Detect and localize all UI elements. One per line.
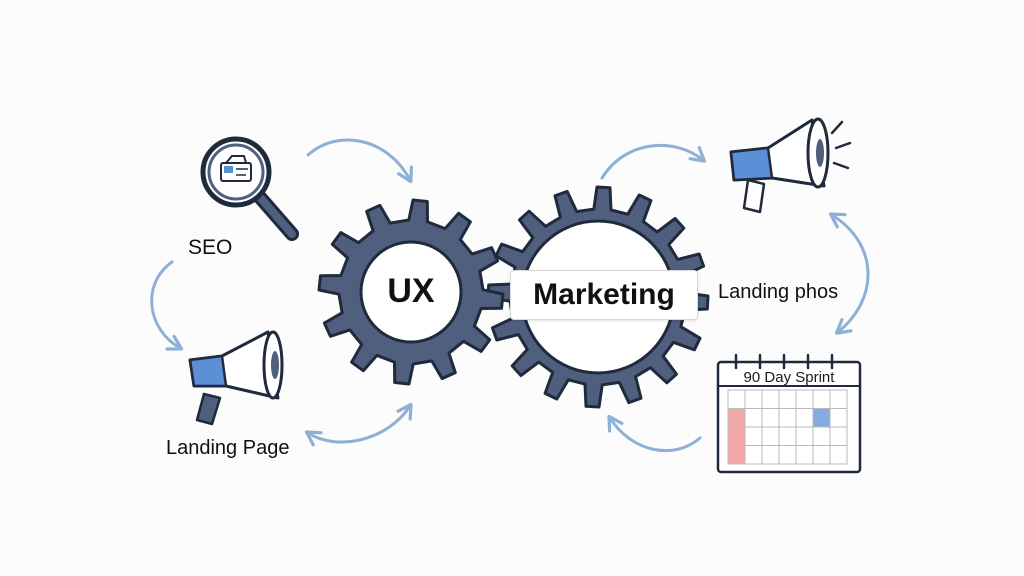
calendar-day-cell (778, 389, 797, 409)
calendar-day-cell (795, 445, 814, 465)
calendar-day-cell (761, 408, 780, 428)
calendar-day-cell (727, 389, 746, 409)
calendar-day-cell (744, 408, 763, 428)
arrow-marketing-to-megaphone (600, 143, 707, 180)
arrow-seo-to-landing (150, 260, 184, 351)
label-marketing: Marketing (510, 270, 698, 320)
magnifying-glass-icon (200, 136, 299, 241)
calendar-day-cell (727, 426, 746, 446)
arrow-calendar-to-marketing (607, 414, 702, 453)
calendar-day-cell (727, 445, 746, 465)
label-landing-phos: Landing phos (718, 281, 839, 303)
calendar-day-cell (761, 389, 780, 409)
label-seo: SEO (188, 236, 233, 259)
calendar-day-cell (812, 389, 831, 409)
gear-hub-ux (359, 240, 463, 344)
calendar-day-cell (778, 445, 797, 465)
megaphone-icon (729, 117, 852, 214)
label-ux: UX (387, 272, 435, 310)
calendar-day-cell (778, 408, 797, 428)
calendar-day-cell (829, 408, 848, 428)
arrow-megaphone-calendar (828, 212, 870, 335)
calendar-day-cell (812, 445, 831, 465)
megaphone-icon (188, 330, 284, 426)
calendar-day-cell (795, 408, 814, 428)
calendar-day-cell (829, 426, 848, 446)
calendar-day-cell (778, 426, 797, 446)
calendar-day-cell (812, 408, 831, 428)
calendar-day-cell (795, 426, 814, 446)
calendar-day-cell (829, 389, 848, 409)
arrow-landing-ux (304, 402, 413, 447)
label-landing-page: Landing Page (166, 437, 290, 459)
calendar-day-cell (744, 426, 763, 446)
calendar-day-cell (744, 389, 763, 409)
calendar-day-cell (829, 445, 848, 465)
calendar-icon (716, 353, 862, 474)
calendar-title: 90 Day Sprint (743, 369, 835, 386)
calendar-day-cell (727, 408, 746, 428)
calendar-day-cell (761, 445, 780, 465)
calendar-day-cell (761, 426, 780, 446)
calendar-day-cell (795, 389, 814, 409)
arrow-search-to-ux (306, 138, 413, 184)
calendar-day-cell (744, 445, 763, 465)
calendar-day-cell (812, 426, 831, 446)
